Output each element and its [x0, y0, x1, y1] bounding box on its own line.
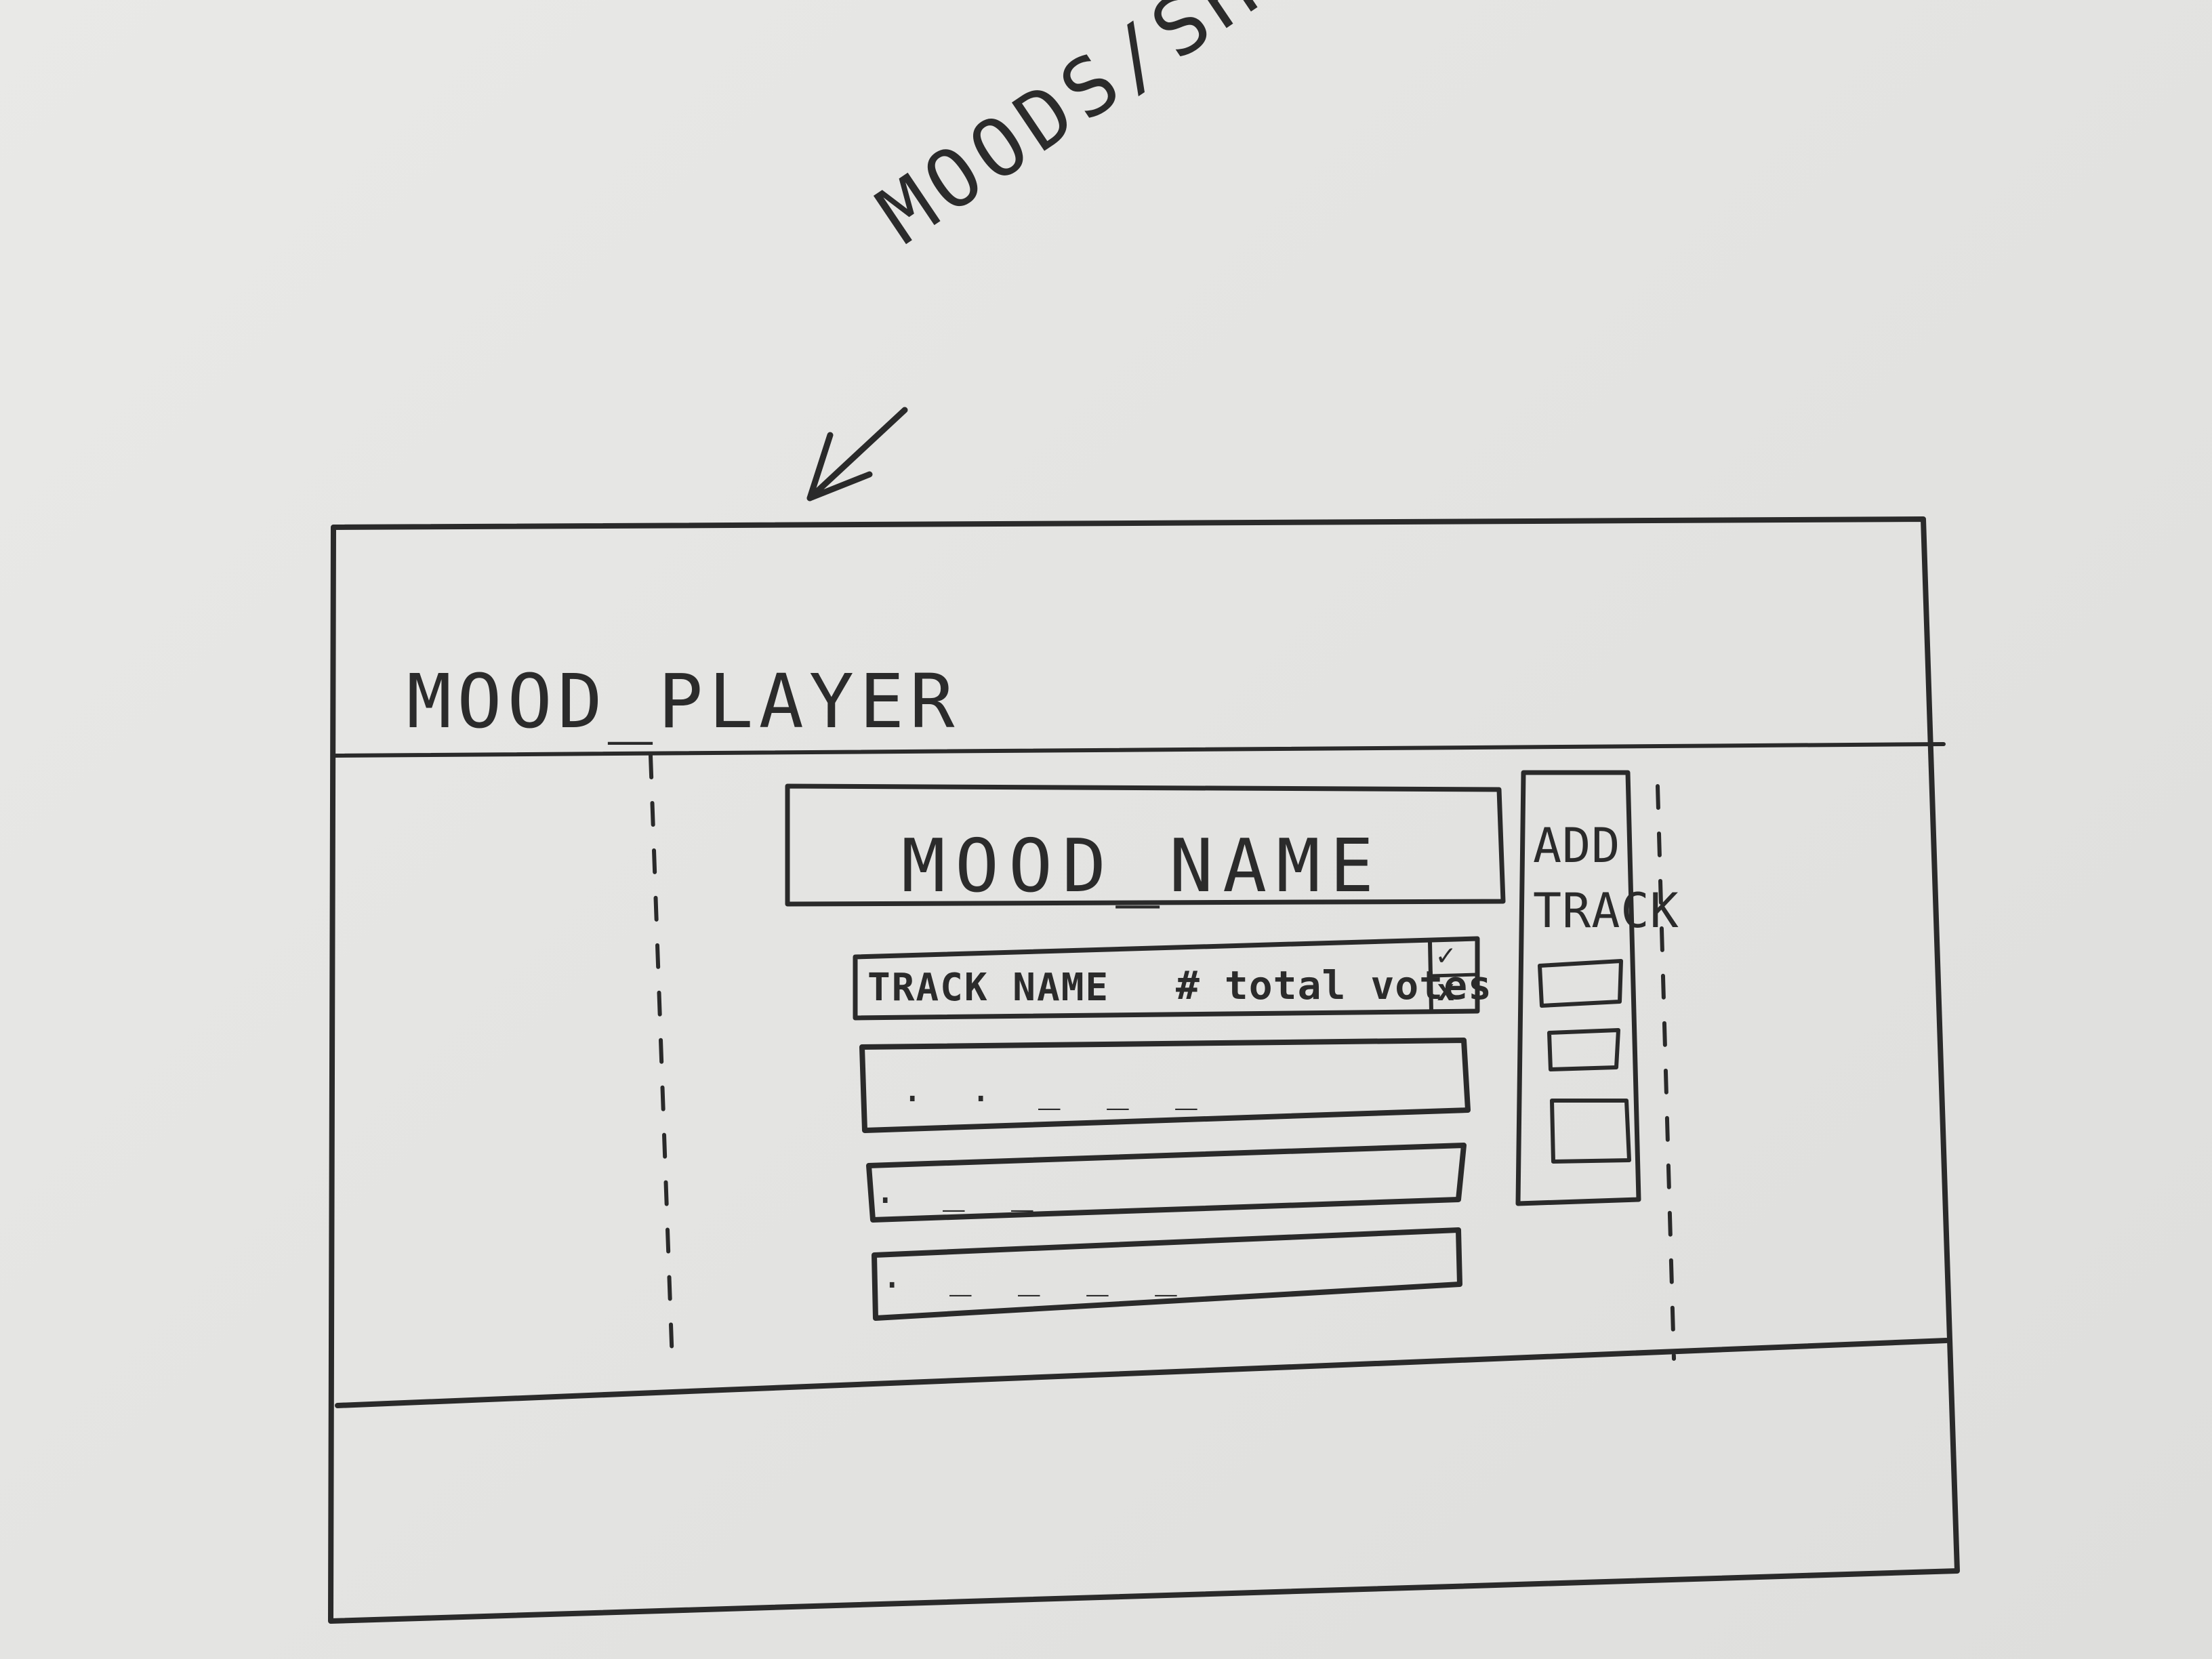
track-name-column-header: TRACK NAME — [867, 966, 1110, 1010]
upvote-button[interactable]: ✓ — [1437, 938, 1458, 972]
downvote-button[interactable]: x — [1437, 973, 1458, 1008]
route-arrow-head — [806, 432, 873, 501]
mood-name-box — [785, 783, 1506, 907]
add-track-slot-2 — [1547, 1028, 1620, 1071]
vote-mark-divider — [1429, 972, 1479, 978]
app-title: MOOD_PLAYER — [407, 658, 960, 745]
track-row-3-placeholder[interactable]: . _ _ _ _ — [881, 1254, 1189, 1296]
add-track-slot-3 — [1550, 1099, 1631, 1164]
track-row-1-box — [859, 1038, 1471, 1133]
add-track-slot-1 — [1538, 959, 1623, 1008]
mood-name-heading: MOOD_NAME — [901, 824, 1384, 909]
footer-divider — [335, 1338, 1949, 1408]
track-row-2-placeholder[interactable]: . _ _ _ _ — [874, 1169, 1183, 1212]
browser-window-frame — [328, 516, 1960, 1624]
track-row-3-box — [872, 1227, 1462, 1321]
add-track-button[interactable]: ADD TRACK — [1533, 818, 1679, 939]
right-column-guide — [1656, 784, 1676, 1361]
header-divider — [333, 742, 1946, 758]
route-arrow-shaft — [806, 407, 908, 501]
track-row-1-placeholder[interactable]: . . _ _ _ — [901, 1067, 1210, 1110]
track-table-header-box — [853, 936, 1480, 1021]
track-row-2-box — [866, 1143, 1467, 1223]
add-track-panel-box — [1515, 770, 1641, 1206]
total-votes-column-header: # total votes — [1176, 962, 1492, 1008]
left-column-guide — [649, 754, 674, 1364]
